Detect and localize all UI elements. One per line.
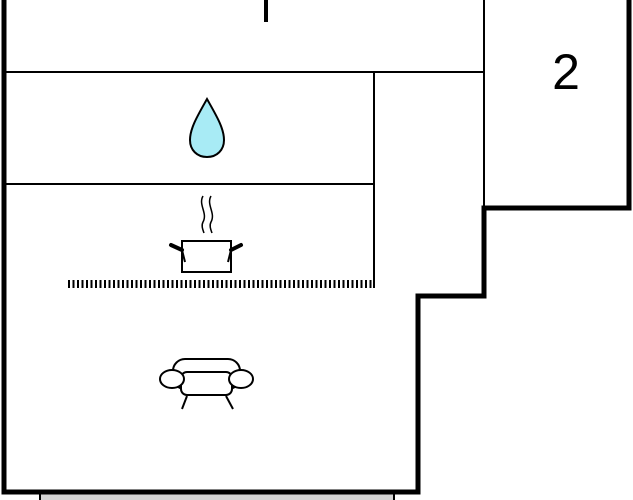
- room-number-2: 2: [552, 44, 580, 100]
- cooking-pot-icon: [169, 195, 243, 273]
- water-drop-icon: [188, 96, 226, 159]
- sofa-icon: [159, 358, 254, 410]
